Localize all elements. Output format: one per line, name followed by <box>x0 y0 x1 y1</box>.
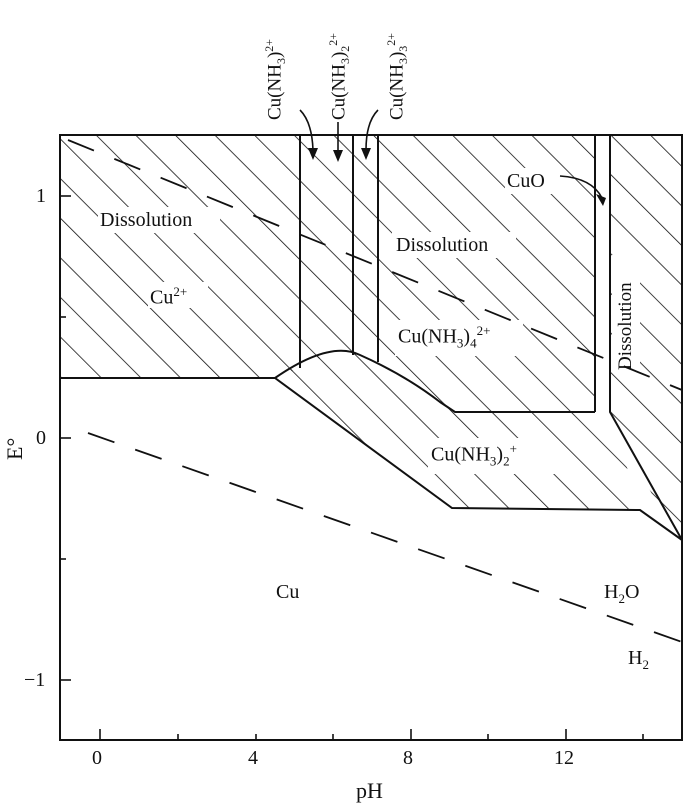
x-tick-0: 0 <box>92 747 102 769</box>
water-lines <box>67 139 683 643</box>
h2o-h2-line <box>87 432 683 643</box>
hatched-regions <box>60 135 682 540</box>
label-top-cunh3-3: Cu(NH3)32+ <box>384 32 411 120</box>
region-cu2plus <box>60 135 300 378</box>
y-tick-1: 1 <box>36 185 46 207</box>
label-top-cunh3-2: Cu(NH3)22+ <box>326 32 353 120</box>
x-tick-8: 8 <box>403 747 413 769</box>
label-top-cunh3: Cu(NH3)2+ <box>262 38 289 120</box>
label-cu: Cu <box>276 581 300 603</box>
x-tick-12: 12 <box>554 747 574 769</box>
label-dissolution-mid: Dissolution <box>396 234 489 256</box>
label-dissolution-left: Dissolution <box>100 209 193 231</box>
y-tick-0: 0 <box>36 427 46 449</box>
label-cunh34: Cu(NH3)42+ <box>398 323 491 351</box>
label-arrows <box>299 109 603 199</box>
label-cunh32plus: Cu(NH3)2+ <box>431 441 517 469</box>
arrow-heads <box>308 148 606 206</box>
o2-h2o-line <box>67 139 683 391</box>
label-h2: H2 <box>628 647 649 672</box>
phase-boundaries <box>60 135 683 541</box>
x-axis-title: pH <box>356 778 383 803</box>
label-backgrounds <box>98 168 640 474</box>
label-cuo: CuO <box>507 170 545 192</box>
y-tick-minus1: −1 <box>24 669 46 691</box>
axis-ticks <box>60 195 644 740</box>
label-cu2plus: Cu2+ <box>150 284 188 309</box>
region-right-dissolution <box>610 135 682 540</box>
label-h2o: H2O <box>604 581 640 606</box>
x-tick-4: 4 <box>248 747 258 769</box>
label-dissolution-right: Dissolution <box>615 282 636 370</box>
y-axis-title: E° <box>2 437 27 460</box>
